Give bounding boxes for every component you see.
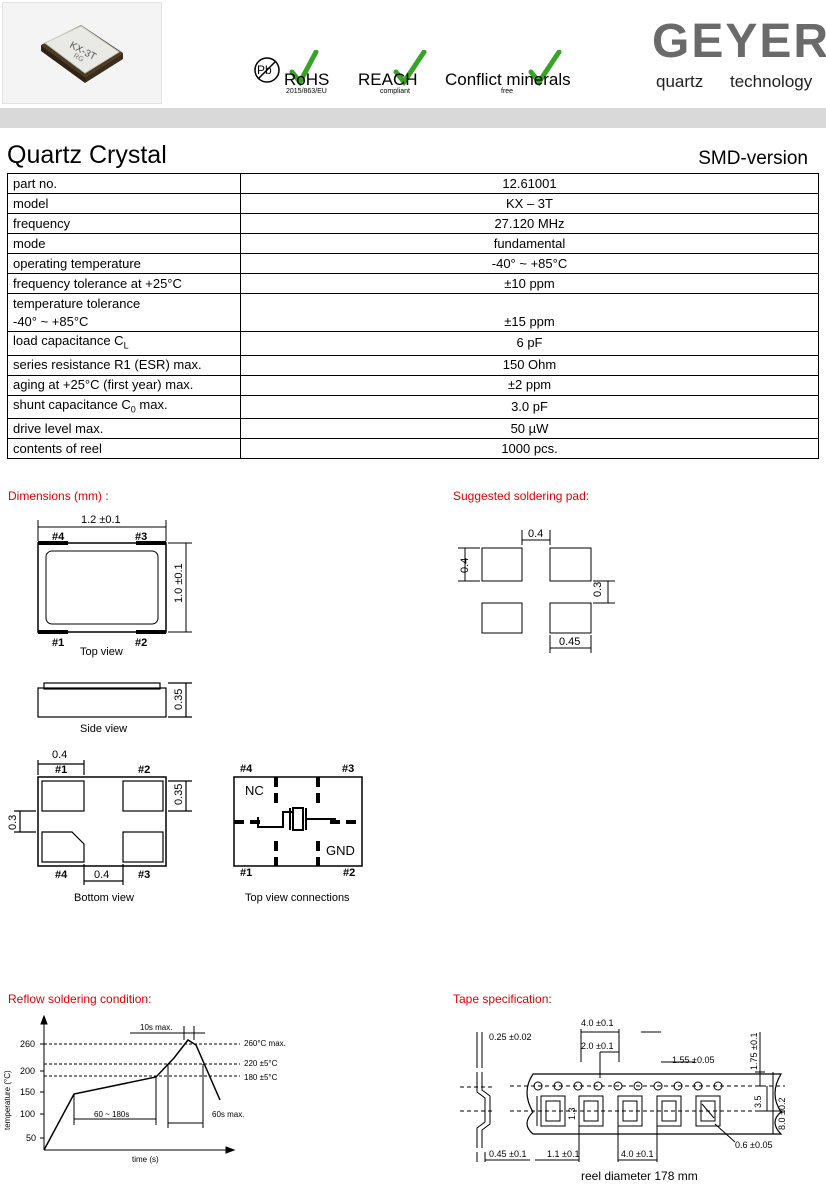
svg-text:reel diameter 178 mm: reel diameter 178 mm — [581, 1169, 698, 1183]
geyer-logo: GEYER quartz technology — [652, 15, 826, 91]
svg-text:0.3: 0.3 — [592, 582, 604, 597]
svg-text:Pb: Pb — [257, 63, 272, 77]
svg-text:#2: #2 — [135, 637, 147, 649]
table-row: part no.12.61001 — [7, 173, 819, 194]
svg-text:GND: GND — [326, 843, 355, 858]
svg-text:0.25 ±0.02: 0.25 ±0.02 — [489, 1032, 531, 1042]
svg-text:100: 100 — [20, 1109, 35, 1119]
table-row: series resistance R1 (ESR) max.150 Ohm — [7, 354, 819, 376]
svg-text:260°C max.: 260°C max. — [244, 1039, 286, 1048]
product-photo: KX-3T RG — [2, 2, 162, 104]
svg-text:4.0 ±0.1: 4.0 ±0.1 — [581, 1018, 613, 1028]
svg-text:NC: NC — [245, 783, 264, 798]
svg-text:#3: #3 — [135, 531, 147, 543]
svg-text:Side view: Side view — [80, 723, 127, 735]
page-subtitle: SMD-version — [698, 148, 808, 169]
svg-text:180 ±5°C: 180 ±5°C — [244, 1073, 278, 1082]
check-icon — [393, 50, 427, 87]
svg-text:1.1 ±0.1: 1.1 ±0.1 — [547, 1149, 579, 1159]
reflow-heading: Reflow soldering condition: — [8, 992, 152, 1006]
svg-text:#1: #1 — [52, 637, 64, 649]
svg-text:#2: #2 — [138, 764, 150, 776]
svg-text:200: 200 — [20, 1066, 35, 1076]
svg-text:#3: #3 — [138, 869, 150, 881]
check-icon — [528, 50, 562, 87]
svg-text:Top view: Top view — [80, 646, 123, 658]
svg-text:0.35: 0.35 — [173, 689, 185, 710]
svg-text:1.3: 1.3 — [567, 1107, 577, 1120]
svg-text:#4: #4 — [55, 869, 68, 881]
svg-text:1.2 ±0.1: 1.2 ±0.1 — [81, 514, 121, 526]
svg-text:Top view connections: Top view connections — [245, 892, 350, 904]
table-row: drive level max.50 µW — [7, 418, 819, 440]
table-row: aging at +25°C (first year) max.±2 ppm — [7, 374, 819, 396]
svg-text:10s max.: 10s max. — [140, 1023, 172, 1032]
dimensions-heading: Dimensions (mm) : — [8, 489, 109, 503]
svg-text:Bottom view: Bottom view — [74, 892, 134, 904]
tape-heading: Tape specification: — [453, 992, 552, 1006]
svg-text:2.0 ±0.1: 2.0 ±0.1 — [581, 1041, 613, 1051]
svg-text:0.35: 0.35 — [173, 784, 185, 805]
table-row: frequency tolerance at +25°C±10 ppm — [7, 273, 819, 294]
svg-text:0.4: 0.4 — [94, 869, 109, 881]
tape-drawing: 0.25 ±0.02 4.0 ±0.1 2.0 ±0.1 1.55 ±0.05 … — [460, 1018, 787, 1183]
svg-text:0.45 ±0.1: 0.45 ±0.1 — [489, 1149, 526, 1159]
svg-text:150: 150 — [20, 1087, 35, 1097]
svg-text:60 ~ 180s: 60 ~ 180s — [94, 1110, 129, 1119]
soldering-pad-heading: Suggested soldering pad: — [453, 489, 590, 503]
table-row: temperature tolerance-40° ~ +85°C±15 ppm — [7, 293, 819, 332]
svg-text:#3: #3 — [342, 763, 354, 775]
svg-text:0.3: 0.3 — [7, 815, 19, 830]
svg-text:0.45: 0.45 — [559, 636, 580, 648]
soldering-pad-drawing: 0.4 0.4 0.3 0.45 — [458, 528, 615, 653]
svg-text:#2: #2 — [343, 867, 355, 879]
svg-text:1.75 ±0.1: 1.75 ±0.1 — [749, 1033, 759, 1070]
svg-text:0.4: 0.4 — [459, 558, 471, 573]
svg-text:8.0 ±0.2: 8.0 ±0.2 — [777, 1098, 787, 1130]
svg-text:RG: RG — [72, 53, 85, 64]
svg-text:50: 50 — [26, 1133, 36, 1143]
svg-text:#4: #4 — [240, 763, 253, 775]
header-divider — [0, 108, 826, 128]
svg-text:#4: #4 — [52, 531, 65, 543]
dimensions-drawing: 1.2 ±0.1 1.0 ±0.1 #4 #3 #1 #2 Top view 0… — [7, 514, 363, 904]
page-title: Quartz Crystal — [7, 141, 167, 169]
table-row: shunt capacitance C0 max.3.0 pF — [7, 394, 819, 420]
svg-text:0.6 ±0.05: 0.6 ±0.05 — [735, 1140, 772, 1150]
svg-text:4.0 ±0.1: 4.0 ±0.1 — [621, 1149, 653, 1159]
check-icon — [289, 50, 319, 87]
svg-text:260: 260 — [20, 1039, 35, 1049]
svg-text:220 ±5°C: 220 ±5°C — [244, 1059, 278, 1068]
svg-text:1.55 ±0.05: 1.55 ±0.05 — [672, 1055, 714, 1065]
svg-text:3.5: 3.5 — [753, 1095, 763, 1108]
crystal-chip-image: KX-3T RG — [41, 25, 123, 83]
svg-text:0.4: 0.4 — [528, 528, 543, 540]
svg-text:1.0 ±0.1: 1.0 ±0.1 — [173, 563, 185, 603]
header: KX-3T RG Pb RoHS 2015/863/EU REACH compl… — [0, 0, 826, 108]
svg-text:#1: #1 — [55, 764, 67, 776]
svg-text:time (s): time (s) — [132, 1155, 159, 1164]
svg-text:0.4: 0.4 — [52, 749, 67, 761]
svg-text:60s max.: 60s max. — [212, 1110, 244, 1119]
svg-text:temperature (°C): temperature (°C) — [3, 1070, 12, 1130]
reflow-chart: temperature (°C) 260 200 150 100 50 time… — [3, 1014, 286, 1164]
table-row: operating temperature-40° ~ +85°C — [7, 253, 819, 274]
svg-text:#1: #1 — [240, 867, 252, 879]
